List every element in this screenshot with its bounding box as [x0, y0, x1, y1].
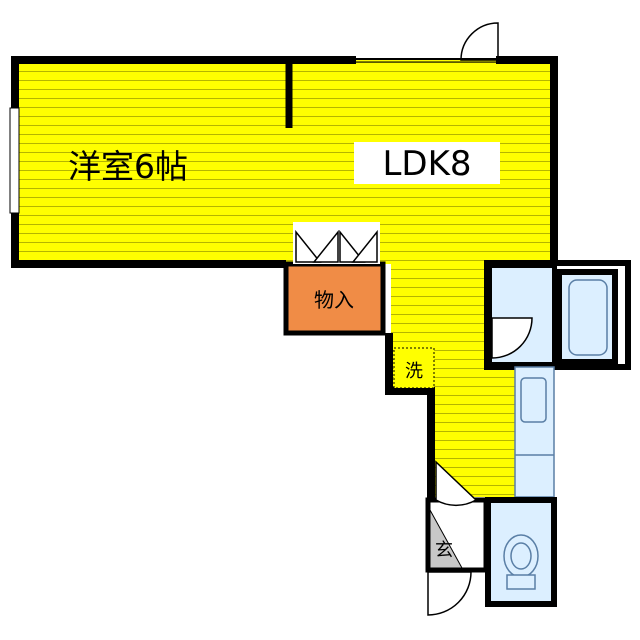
bathroom-door — [491, 317, 533, 359]
entrance-label: 玄 — [435, 540, 453, 561]
entrance-door-inner — [435, 460, 478, 507]
closet-doors — [293, 222, 380, 264]
bathtub-basin — [568, 279, 608, 356]
top-door — [460, 22, 499, 61]
storage-room — [283, 261, 386, 336]
western-room-label: 洋室6帖 — [68, 147, 188, 186]
toilet-icon — [503, 534, 539, 590]
storage-label: 物入 — [314, 288, 354, 312]
laundry-area — [393, 347, 435, 389]
laundry-label: 洗 — [405, 361, 423, 382]
ldk-label: LDK8 — [382, 144, 471, 184]
ldk-label-bg — [354, 142, 500, 184]
window-left — [9, 107, 20, 214]
entrance-door-outer — [427, 571, 472, 616]
kitchen-sink — [520, 377, 547, 423]
entrance-step — [429, 509, 463, 569]
